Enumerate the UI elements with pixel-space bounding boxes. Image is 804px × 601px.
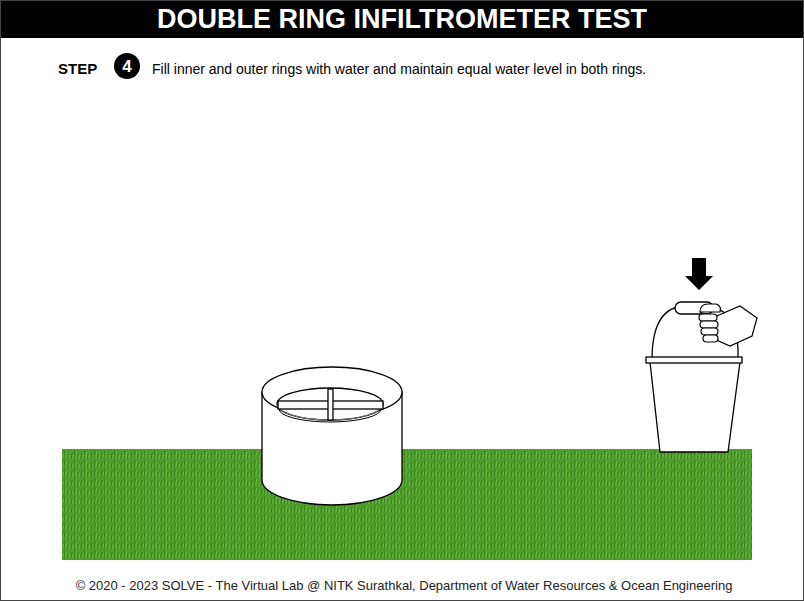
circle-fill — [114, 53, 140, 79]
step-label: STEP — [58, 60, 97, 78]
title-bar — [0, 0, 804, 38]
copyright-footer: © 2020 - 2023 SOLVE - The Virtual Lab @ … — [76, 578, 733, 594]
hand — [699, 304, 757, 346]
step-number-circle: 4 — [114, 53, 140, 79]
down-arrow — [685, 258, 713, 290]
double-ring-infiltrometer — [262, 367, 402, 505]
page-title: DOUBLE RING INFILTROMETER TEST — [157, 3, 647, 35]
instruction-text: Fill inner and outer rings with water an… — [152, 61, 646, 78]
step-number: 4 — [114, 58, 140, 75]
grass-ground — [62, 449, 752, 560]
